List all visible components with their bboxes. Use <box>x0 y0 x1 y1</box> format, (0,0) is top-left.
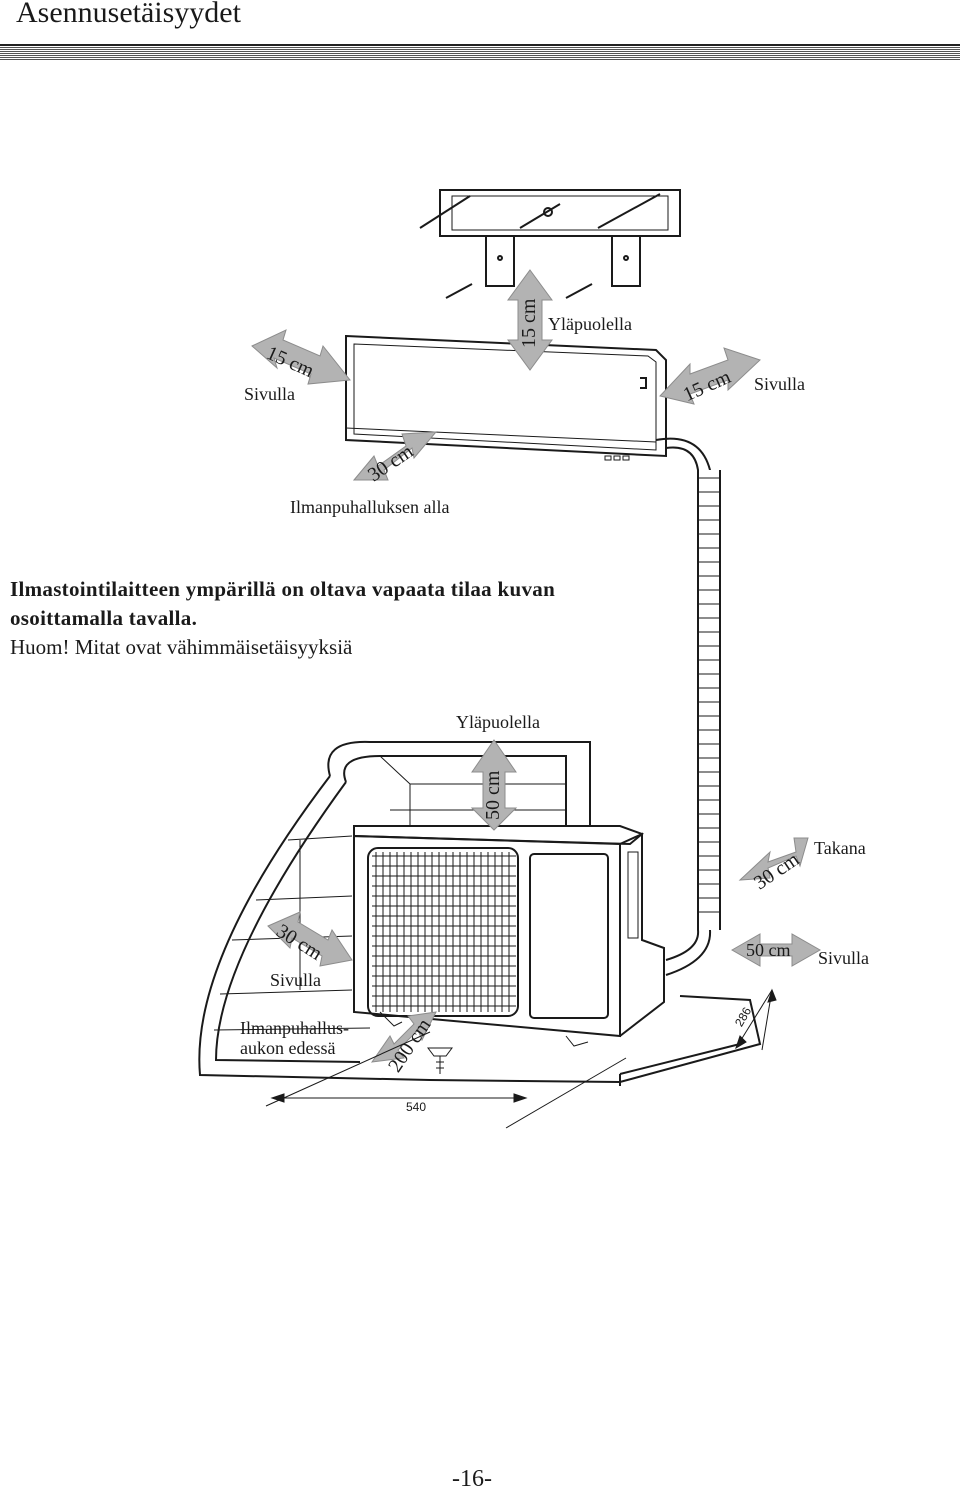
note-line-1: Ilmastointilaitteen ympärillä on oltava … <box>10 577 556 601</box>
indoor-left-label: Sivulla <box>244 384 296 404</box>
outdoor-front-label-1: Ilmanpuhallus- <box>240 1018 349 1038</box>
clearance-note: Ilmastointilaitteen ympärillä on oltava … <box>10 575 555 662</box>
outdoor-back-arrow <box>738 837 809 881</box>
outdoor-right-label: Sivulla <box>818 948 870 968</box>
indoor-right-label: Sivulla <box>754 374 806 394</box>
note-line-2: osoittamalla tavalla. <box>10 606 198 630</box>
fan-grille <box>372 852 516 1012</box>
indoor-top-arrow <box>507 269 553 371</box>
indoor-top-label: Yläpuolella <box>548 314 632 334</box>
outdoor-front-label-2: aukon edessä <box>240 1038 336 1058</box>
outdoor-top-label: Yläpuolella <box>456 712 540 732</box>
page-number: -16- <box>452 1466 492 1492</box>
indoor-top-distance: 15 cm <box>518 298 540 348</box>
title-divider <box>0 44 960 60</box>
outdoor-right-arrow <box>730 933 822 967</box>
outdoor-left-arrow <box>267 911 353 967</box>
mounting-plate <box>419 189 681 299</box>
note-line-3: Huom! Mitat ovat vähimmäisetäisyyksiä <box>10 635 353 659</box>
outdoor-top-distance: 50 cm <box>482 770 504 820</box>
page-title: Asennusetäisyydet <box>16 0 241 29</box>
outdoor-unit <box>353 825 665 1047</box>
unit-width-value: 540 <box>406 1100 427 1114</box>
indoor-bottom-arrow <box>352 431 438 481</box>
hose-ribs <box>698 477 720 913</box>
outdoor-front-arrow <box>370 1011 437 1063</box>
pipe-hose <box>655 437 721 976</box>
indoor-unit <box>345 334 667 461</box>
outdoor-top-arrow <box>470 739 518 831</box>
indoor-bottom-label: Ilmanpuhalluksen alla <box>290 497 450 517</box>
outdoor-back-label: Takana <box>814 838 866 858</box>
indoor-left-arrow <box>251 329 351 385</box>
outdoor-left-label: Sivulla <box>270 970 322 990</box>
dimension-lines <box>265 988 777 1129</box>
floor <box>429 995 762 1086</box>
outdoor-right-distance: 50 cm <box>746 940 791 960</box>
indoor-right-arrow <box>659 347 761 405</box>
